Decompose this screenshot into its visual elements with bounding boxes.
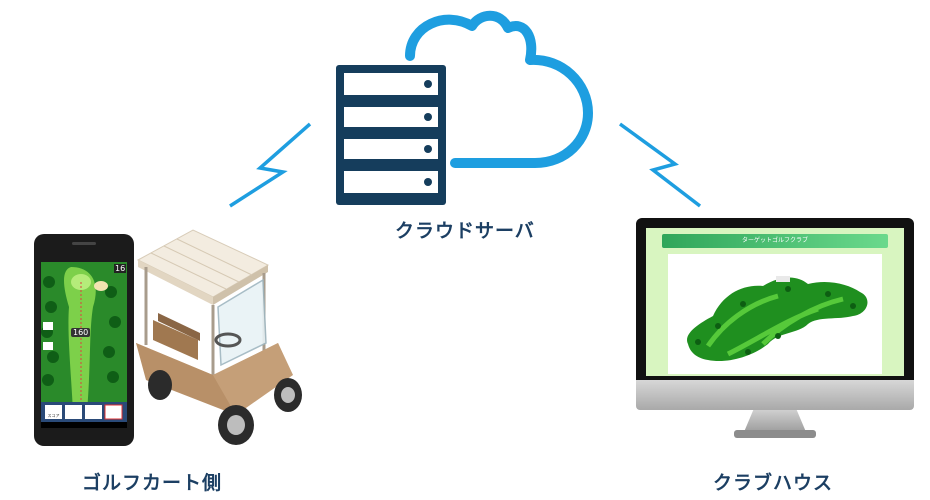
course-map bbox=[687, 276, 868, 362]
monitor-base bbox=[734, 430, 816, 438]
golf-cart-side-label: ゴルフカート側 bbox=[82, 472, 223, 494]
left-lightning-icon bbox=[229, 122, 312, 208]
hole-map bbox=[41, 262, 127, 422]
right-lightning-icon bbox=[618, 122, 702, 208]
monitor-chin bbox=[636, 380, 914, 410]
desktop-monitor: ターゲットゴルフクラブ bbox=[636, 218, 914, 448]
club-house-label: クラブハウス bbox=[713, 472, 834, 494]
phone-nav-bar bbox=[41, 422, 127, 428]
monitor-stand bbox=[744, 410, 806, 432]
yardage-marker: 160 bbox=[71, 328, 91, 337]
monitor-screen: ターゲットゴルフクラブ bbox=[646, 228, 904, 376]
screen-header-title: ターゲットゴルフクラブ bbox=[741, 237, 808, 244]
cloud-server-label: クラウドサーバ bbox=[395, 220, 535, 242]
phone-speaker bbox=[72, 242, 96, 245]
golf-cart-illustration bbox=[118, 225, 308, 450]
screen-header bbox=[662, 234, 888, 248]
cloud-icon bbox=[405, 10, 593, 168]
hole-number: 16 bbox=[114, 264, 127, 273]
server-icon bbox=[336, 65, 446, 205]
phone-screen: 16 160 スコア bbox=[41, 262, 127, 422]
course-map-panel bbox=[668, 254, 882, 374]
smartphone: 16 160 スコア bbox=[34, 234, 134, 446]
score-button[interactable]: スコア bbox=[47, 413, 60, 418]
